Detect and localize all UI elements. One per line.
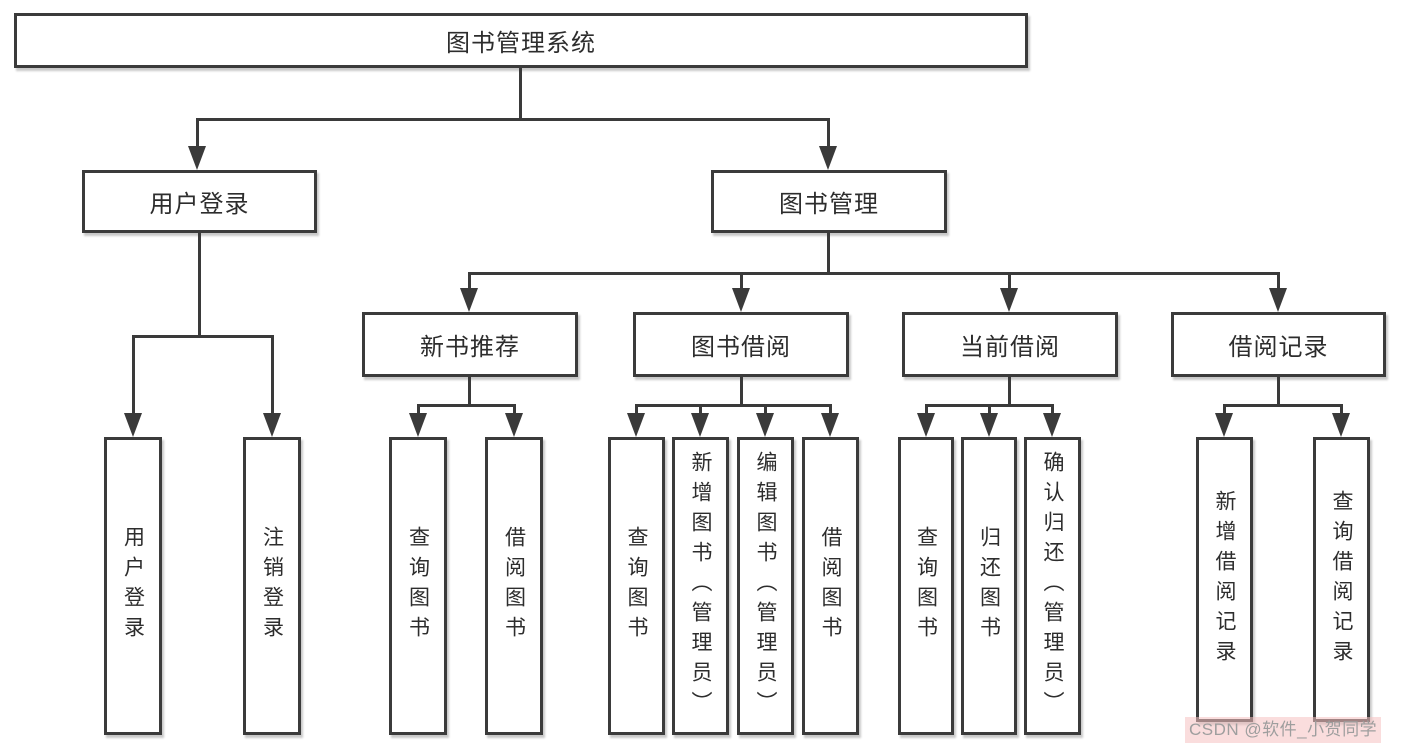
- leaf-confirm-return-admin-label: 确认归还（管理员）: [1041, 451, 1065, 721]
- connector-records-rail: [1223, 404, 1343, 407]
- node-current-borrow-label: 当前借阅: [960, 334, 1060, 361]
- arrow-down-icon: [980, 413, 998, 437]
- node-user-login: 用户登录: [82, 170, 317, 233]
- connector-drop-recommend: [468, 272, 471, 292]
- node-root: 图书管理系统: [14, 13, 1028, 68]
- leaf-add-book-admin: 新增图书（管理员）: [672, 437, 729, 735]
- arrow-down-icon: [1000, 288, 1018, 312]
- arrow-down-icon: [917, 413, 935, 437]
- leaf-add-borrow-record-label: 新增借阅记录: [1213, 489, 1237, 670]
- connector-records-stem: [1277, 377, 1280, 406]
- node-book-borrow: 图书借阅: [633, 312, 849, 377]
- connector-recommend-rail: [417, 404, 516, 407]
- leaf-query-books-current-label: 查询图书: [914, 526, 938, 646]
- connector-drop-leaf: [635, 404, 638, 418]
- connector-drop-leaf: [271, 335, 274, 417]
- leaf-logout: 注销登录: [243, 437, 301, 735]
- node-root-label: 图书管理系统: [446, 30, 596, 57]
- connector-drop-leaf: [764, 404, 767, 418]
- leaf-edit-book-admin-label: 编辑图书（管理员）: [754, 451, 778, 721]
- leaf-user-login: 用户登录: [104, 437, 162, 735]
- leaf-query-borrow-record-label: 查询借阅记录: [1330, 489, 1354, 670]
- connector-book-management-stem: [827, 233, 830, 274]
- connector-user-login-rail: [132, 335, 274, 338]
- arrow-down-icon: [732, 288, 750, 312]
- connector-drop-borrow: [740, 272, 743, 292]
- connector-drop-user-login: [196, 118, 199, 150]
- arrow-down-icon: [263, 413, 281, 437]
- leaf-edit-book-admin: 编辑图书（管理员）: [737, 437, 794, 735]
- connector-drop-leaf: [513, 404, 516, 418]
- leaf-confirm-return-admin: 确认归还（管理员）: [1024, 437, 1081, 735]
- leaf-logout-label: 注销登录: [260, 526, 284, 646]
- connector-drop-leaf: [829, 404, 832, 418]
- arrow-down-icon: [1043, 413, 1061, 437]
- arrow-down-icon: [460, 288, 478, 312]
- node-user-login-label: 用户登录: [149, 191, 250, 218]
- node-book-management: 图书管理: [711, 170, 947, 233]
- connector-drop-leaf: [699, 404, 702, 418]
- csdn-watermark: CSDN @软件_小贺同学: [1185, 717, 1382, 743]
- leaf-add-borrow-record: 新增借阅记录: [1196, 437, 1253, 722]
- leaf-borrow-books-label: 借阅图书: [819, 526, 843, 646]
- leaf-user-login-label: 用户登录: [121, 526, 145, 646]
- arrow-down-icon: [756, 413, 774, 437]
- connector-drop-leaf: [132, 335, 135, 417]
- node-new-book-recommend-label: 新书推荐: [420, 334, 520, 361]
- connector-drop-leaf: [1340, 404, 1343, 418]
- connector-drop-current: [1008, 272, 1011, 292]
- arrow-down-icon: [409, 413, 427, 437]
- leaf-query-books-borrow: 查询图书: [608, 437, 665, 735]
- connector-current-stem: [1008, 377, 1011, 406]
- arrow-down-icon: [188, 146, 206, 170]
- leaf-borrow-books-recommend-label: 借阅图书: [502, 526, 526, 646]
- leaf-query-books-recommend-label: 查询图书: [406, 526, 430, 646]
- leaf-return-book-label: 归还图书: [977, 526, 1001, 646]
- leaf-borrow-books-recommend: 借阅图书: [485, 437, 543, 735]
- arrow-down-icon: [505, 413, 523, 437]
- connector-recommend-stem: [468, 377, 471, 406]
- node-book-borrow-label: 图书借阅: [691, 334, 791, 361]
- arrow-down-icon: [691, 413, 709, 437]
- connector-level1-rail: [197, 118, 830, 121]
- arrow-down-icon: [1269, 288, 1287, 312]
- leaf-query-borrow-record: 查询借阅记录: [1313, 437, 1370, 722]
- connector-drop-leaf: [988, 404, 991, 418]
- arrow-down-icon: [627, 413, 645, 437]
- arrow-down-icon: [1332, 413, 1350, 437]
- connector-drop-leaf: [1223, 404, 1226, 418]
- leaf-borrow-books: 借阅图书: [802, 437, 859, 735]
- node-borrow-records: 借阅记录: [1171, 312, 1386, 377]
- connector-root-stem: [519, 68, 522, 121]
- connector-drop-leaf: [925, 404, 928, 418]
- arrow-down-icon: [819, 146, 837, 170]
- connector-drop-records: [1277, 272, 1280, 292]
- arrow-down-icon: [1215, 413, 1233, 437]
- arrow-down-icon: [124, 413, 142, 437]
- connector-level2-rail: [468, 272, 1280, 275]
- leaf-query-books-recommend: 查询图书: [389, 437, 447, 735]
- leaf-query-books-borrow-label: 查询图书: [625, 526, 649, 646]
- connector-borrow-stem: [740, 377, 743, 406]
- leaf-query-books-current: 查询图书: [898, 437, 954, 735]
- node-current-borrow: 当前借阅: [902, 312, 1118, 377]
- node-new-book-recommend: 新书推荐: [362, 312, 578, 377]
- connector-user-login-stem: [198, 233, 201, 338]
- node-book-management-label: 图书管理: [779, 191, 879, 218]
- connector-drop-book-management: [827, 118, 830, 150]
- leaf-add-book-admin-label: 新增图书（管理员）: [689, 451, 713, 721]
- leaf-return-book: 归还图书: [961, 437, 1017, 735]
- connector-drop-leaf: [417, 404, 420, 418]
- connector-borrow-rail: [635, 404, 832, 407]
- connector-drop-leaf: [1051, 404, 1054, 418]
- node-borrow-records-label: 借阅记录: [1228, 334, 1329, 361]
- arrow-down-icon: [821, 413, 839, 437]
